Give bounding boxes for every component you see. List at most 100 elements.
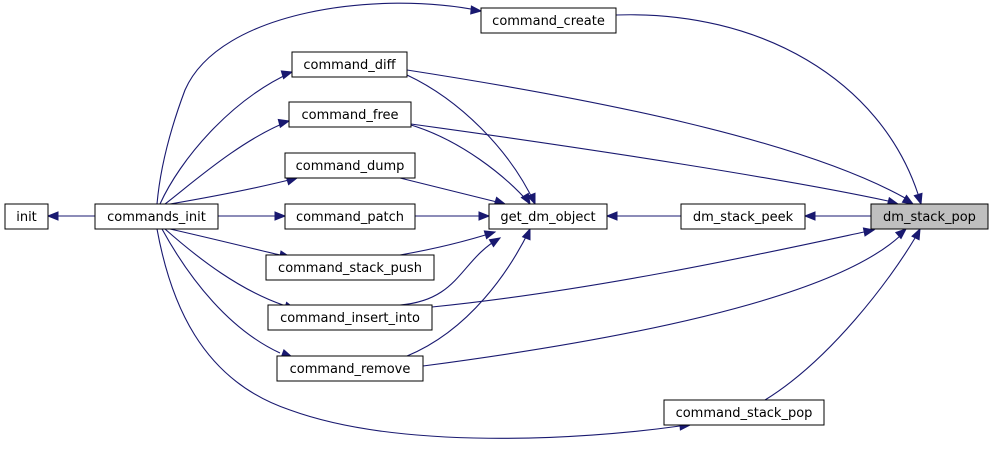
edge-line — [431, 231, 865, 308]
node-dm-stack-pop[interactable]: dm_stack_pop — [870, 203, 989, 230]
node-box[interactable] — [870, 203, 989, 230]
arrowhead — [280, 70, 294, 80]
edge-line — [410, 124, 531, 205]
node-init[interactable]: init — [4, 203, 49, 230]
node-label: command_remove — [290, 362, 411, 377]
node-label: command_insert_into — [280, 311, 420, 326]
edges-layer — [46, 2, 923, 439]
arrowhead — [605, 211, 618, 221]
arrowhead — [46, 211, 59, 221]
node-box[interactable] — [94, 203, 219, 230]
nodes-layer: init commands_init command_create command_d… — [4, 7, 989, 426]
node-label: command_dump — [296, 159, 405, 174]
arrowhead — [520, 192, 531, 206]
arrowhead — [862, 227, 876, 237]
arrowhead — [526, 192, 536, 206]
arrowhead — [894, 228, 908, 240]
arrowhead — [913, 192, 923, 206]
edge-get_dm_object-to-command_dump — [399, 177, 507, 206]
edge-line — [161, 228, 281, 354]
edge-dm_stack_pop-to-command_remove — [422, 228, 908, 367]
edge-line — [159, 71, 293, 205]
node-commands-init[interactable]: commands_init — [94, 203, 219, 230]
edge-command_free-to-commands_init — [164, 118, 291, 205]
edge-dm_stack_pop-to-dm_stack_peek — [803, 211, 871, 221]
node-box[interactable] — [480, 7, 617, 34]
edge-dm_stack_pop-to-command_free — [410, 123, 900, 207]
edge-command_patch-to-commands_init — [218, 211, 287, 221]
edge-command_diff-to-commands_init — [159, 70, 294, 205]
node-box[interactable] — [680, 203, 806, 230]
node-dm-stack-peek[interactable]: dm_stack_peek — [680, 203, 806, 230]
edge-get_dm_object-to-command_remove — [406, 227, 531, 357]
node-label: dm_stack_pop — [883, 210, 976, 225]
node-label: command_free — [301, 108, 398, 123]
edge-line — [764, 237, 916, 401]
node-box[interactable] — [291, 51, 408, 78]
node-label: commands_init — [107, 210, 206, 225]
arrowhead — [483, 230, 497, 240]
edge-command_remove-to-commands_init — [161, 228, 294, 359]
edge-get_dm_object-to-command_diff — [406, 74, 536, 206]
edge-get_dm_object-to-command_insert_into — [399, 237, 502, 306]
arrowhead — [274, 211, 287, 221]
edge-get_dm_object-to-command_patch — [415, 211, 491, 221]
edge-commands_init-to-init — [46, 211, 95, 221]
node-box[interactable] — [276, 355, 424, 382]
node-box[interactable] — [663, 399, 825, 426]
node-label: command_create — [492, 14, 605, 29]
edge-line — [399, 237, 501, 306]
edge-get_dm_object-to-command_stack_push — [399, 230, 497, 256]
node-box[interactable] — [284, 152, 416, 179]
edge-line — [156, 2, 482, 205]
node-label: command_stack_pop — [676, 406, 813, 421]
edge-get_dm_object-to-command_free — [410, 124, 531, 206]
edge-dm_stack_peek-to-get_dm_object — [605, 211, 681, 221]
edge-command_create-to-commands_init — [156, 2, 483, 205]
edge-line — [615, 14, 919, 195]
node-command-free[interactable]: command_free — [288, 101, 412, 128]
node-command-remove[interactable]: command_remove — [276, 355, 424, 382]
edge-line — [422, 235, 901, 367]
node-get-dm-object[interactable]: get_dm_object — [488, 203, 608, 230]
node-command-create[interactable]: command_create — [480, 7, 617, 34]
node-label: init — [16, 210, 37, 225]
node-box[interactable] — [488, 203, 608, 230]
node-command-dump[interactable]: command_dump — [284, 152, 416, 179]
edge-line — [164, 228, 284, 306]
edge-command_dump-to-commands_init — [169, 176, 299, 205]
edge-line — [410, 123, 889, 202]
edge-line — [156, 228, 681, 439]
arrowhead — [521, 227, 531, 241]
node-command-insert-into[interactable]: command_insert_into — [267, 304, 433, 331]
node-label: dm_stack_peek — [693, 210, 794, 225]
node-box[interactable] — [288, 101, 412, 128]
edge-line — [169, 177, 298, 205]
arrowhead — [803, 211, 816, 221]
arrowhead — [277, 118, 291, 129]
node-box[interactable] — [284, 203, 416, 230]
arrowhead — [478, 211, 491, 221]
edge-line — [399, 177, 506, 205]
node-command-patch[interactable]: command_patch — [284, 203, 416, 230]
edge-dm_stack_pop-to-command_diff — [406, 69, 915, 205]
node-box[interactable] — [267, 304, 433, 331]
edge-line — [164, 120, 290, 205]
node-box[interactable] — [4, 203, 49, 230]
edge-line — [406, 74, 536, 205]
node-command-diff[interactable]: command_diff — [291, 51, 408, 78]
edge-line — [169, 228, 281, 256]
arrowhead — [901, 194, 915, 205]
node-label: command_stack_push — [278, 261, 422, 276]
node-label: get_dm_object — [500, 210, 595, 225]
arrowhead — [470, 5, 483, 15]
node-label: command_patch — [296, 210, 404, 225]
edge-line — [406, 228, 531, 357]
node-command-stack-push[interactable]: command_stack_push — [265, 254, 435, 281]
node-box[interactable] — [265, 254, 435, 281]
edge-line — [406, 69, 906, 199]
arrowhead — [911, 227, 921, 241]
node-command-stack-pop[interactable]: command_stack_pop — [663, 399, 825, 426]
edge-dm_stack_pop-to-command_stack_pop — [764, 227, 921, 401]
